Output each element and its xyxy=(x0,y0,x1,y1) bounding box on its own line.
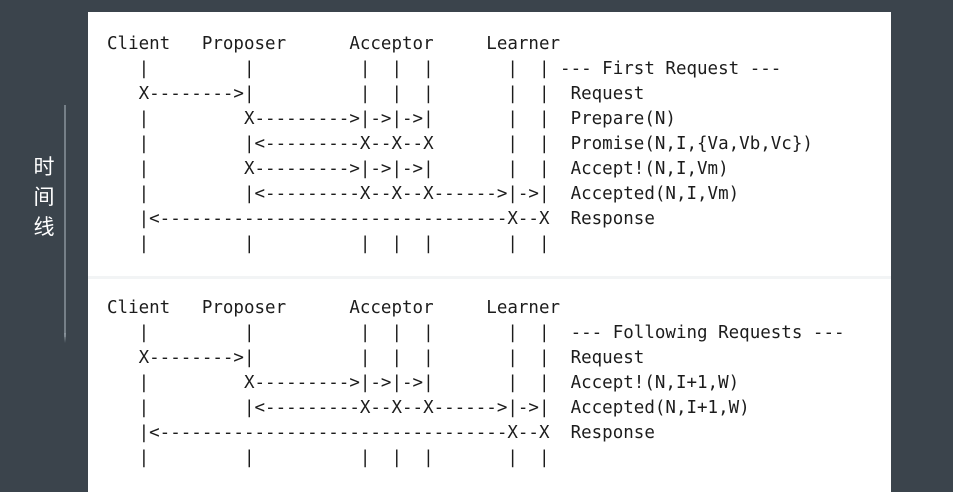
diagram-row: | | | | | | | --- First Request --- xyxy=(107,59,782,79)
diagram-row: |<---------------------------------X--X … xyxy=(107,209,655,229)
diagram-row: | | | | | | | xyxy=(107,448,550,468)
diagram-row: | | | | | | | --- Following Requests --- xyxy=(107,323,845,343)
diagram-row: | |<---------X--X--X------>|->| Accepted… xyxy=(107,184,740,204)
following-requests-panel: Client Proposer Acceptor Learner | | | |… xyxy=(88,279,891,492)
diagram-row: X-------->| | | | | | Request xyxy=(107,348,645,368)
header-row: Client Proposer Acceptor Learner xyxy=(107,298,561,318)
diagram-row: | X--------->|->|->| | | Accept!(N,I,Vm) xyxy=(107,159,729,179)
slide: Client Proposer Acceptor Learner | | | |… xyxy=(88,12,891,492)
header-row: Client Proposer Acceptor Learner xyxy=(107,34,561,54)
diagram-row: | |<---------X--X--X------>|->| Accepted… xyxy=(107,398,750,418)
diagram-row: | X--------->|->|->| | | Accept!(N,I+1,W… xyxy=(107,373,740,393)
timeline-arrow xyxy=(64,105,66,343)
first-request-panel: Client Proposer Acceptor Learner | | | |… xyxy=(88,12,891,276)
diagram-row: | | | | | | | xyxy=(107,234,550,254)
diagram-row: | |<---------X--X--X | | Promise(N,I,{Va… xyxy=(107,134,813,154)
diagram-row: |<---------------------------------X--X … xyxy=(107,423,655,443)
timeline-label: 时间线 xyxy=(33,155,55,239)
diagram-row: X-------->| | | | | | Request xyxy=(107,84,645,104)
diagram-row: | X--------->|->|->| | | Prepare(N) xyxy=(107,109,676,129)
